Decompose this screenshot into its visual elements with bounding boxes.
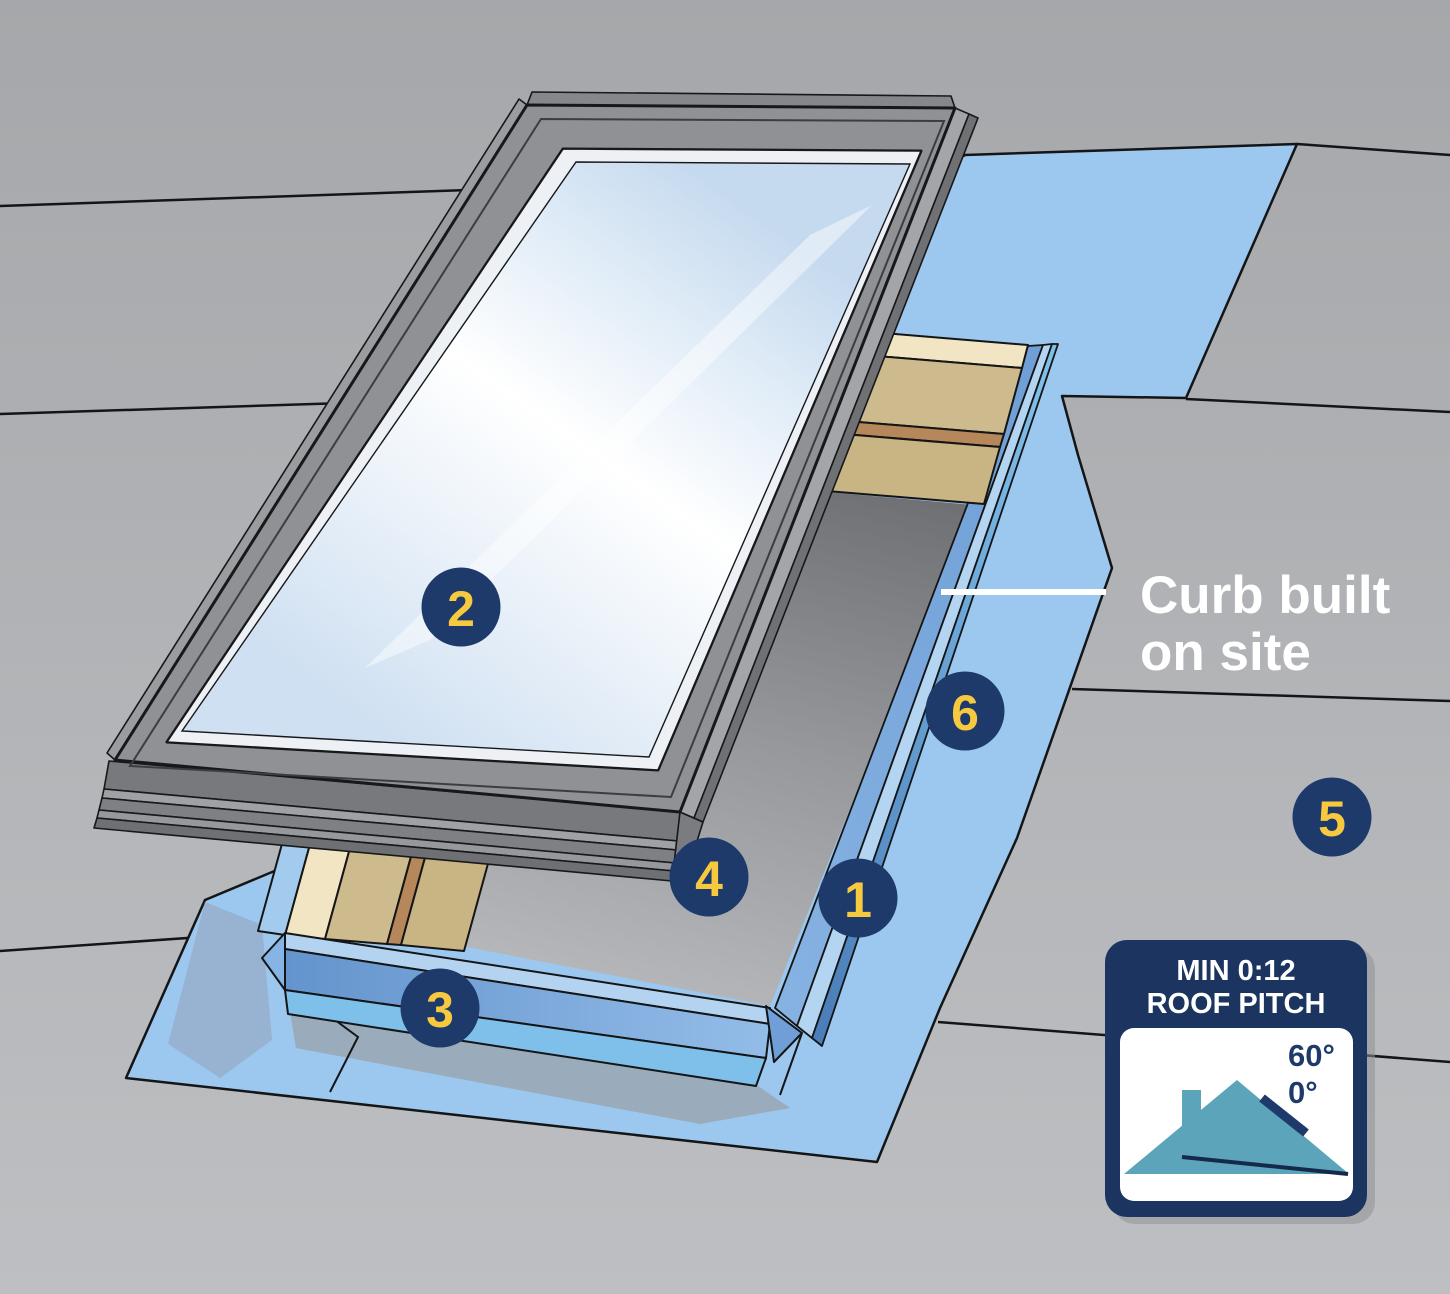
callout-number: 1	[844, 872, 872, 928]
roof-seam-line	[1071, 687, 1450, 703]
curb-annotation: Curb built on site	[941, 566, 1390, 682]
callout-number: 2	[447, 581, 475, 637]
skylight-shadow-on-membrane	[168, 902, 272, 1078]
roof-seam-line	[1185, 397, 1450, 414]
curb-shadow-on-membrane	[290, 1012, 790, 1124]
callout-2: 2	[421, 567, 501, 647]
callout-circle	[669, 837, 749, 917]
house-roof-triangle	[1124, 1080, 1349, 1174]
callout-4: 4	[669, 837, 749, 917]
glass-sheen	[365, 205, 872, 668]
callout-6: 6	[925, 671, 1005, 751]
pitch-0-degree-mark	[1181, 1155, 1349, 1176]
skylight-window	[93, 91, 979, 882]
skylight-frame-sides	[106, 91, 979, 823]
callout-number: 6	[951, 685, 979, 741]
badge-angle-upper: 60°	[1288, 1038, 1335, 1073]
roof-seam-line	[0, 188, 469, 208]
skylight-frame-bottom-molding	[93, 760, 704, 882]
callout-3: 3	[400, 968, 480, 1048]
badge-title-line1: MIN 0:12	[1176, 955, 1295, 987]
roof-pitch-house-icon	[1124, 1080, 1349, 1176]
callout-circle	[925, 671, 1005, 751]
badge-angle-lower: 0°	[1288, 1075, 1318, 1110]
callouts: 1 2 3 4 5 6	[400, 567, 1372, 1048]
annotation-text-line2: on site	[1140, 623, 1311, 682]
roof-pitch-badge: MIN 0:12 ROOF PITCH 60° 0°	[1105, 940, 1375, 1224]
frame-bevel-step	[128, 117, 946, 799]
flashing-corner-dart	[765, 1005, 803, 1063]
pitch-60-degree-mark	[1259, 1094, 1309, 1137]
callout-1: 1	[818, 858, 898, 938]
badge-title-line2: ROOF PITCH	[1147, 988, 1326, 1020]
callout-circle	[421, 567, 501, 647]
callout-circle	[1292, 777, 1372, 857]
callout-5: 5	[1292, 777, 1372, 857]
annotation-text-line1: Curb built	[1140, 566, 1390, 625]
frame-side-face	[693, 113, 979, 823]
flashing-corner-fold	[261, 932, 286, 991]
callout-number: 5	[1318, 791, 1346, 847]
callout-circle	[400, 968, 480, 1048]
callout-circle	[818, 858, 898, 938]
membrane-crease	[779, 1032, 803, 1096]
callout-number: 4	[695, 851, 723, 907]
roof-seam-line	[1296, 142, 1450, 157]
callout-number: 3	[426, 982, 454, 1038]
roof-seam-line	[0, 401, 346, 416]
skylight-glass	[180, 161, 912, 758]
